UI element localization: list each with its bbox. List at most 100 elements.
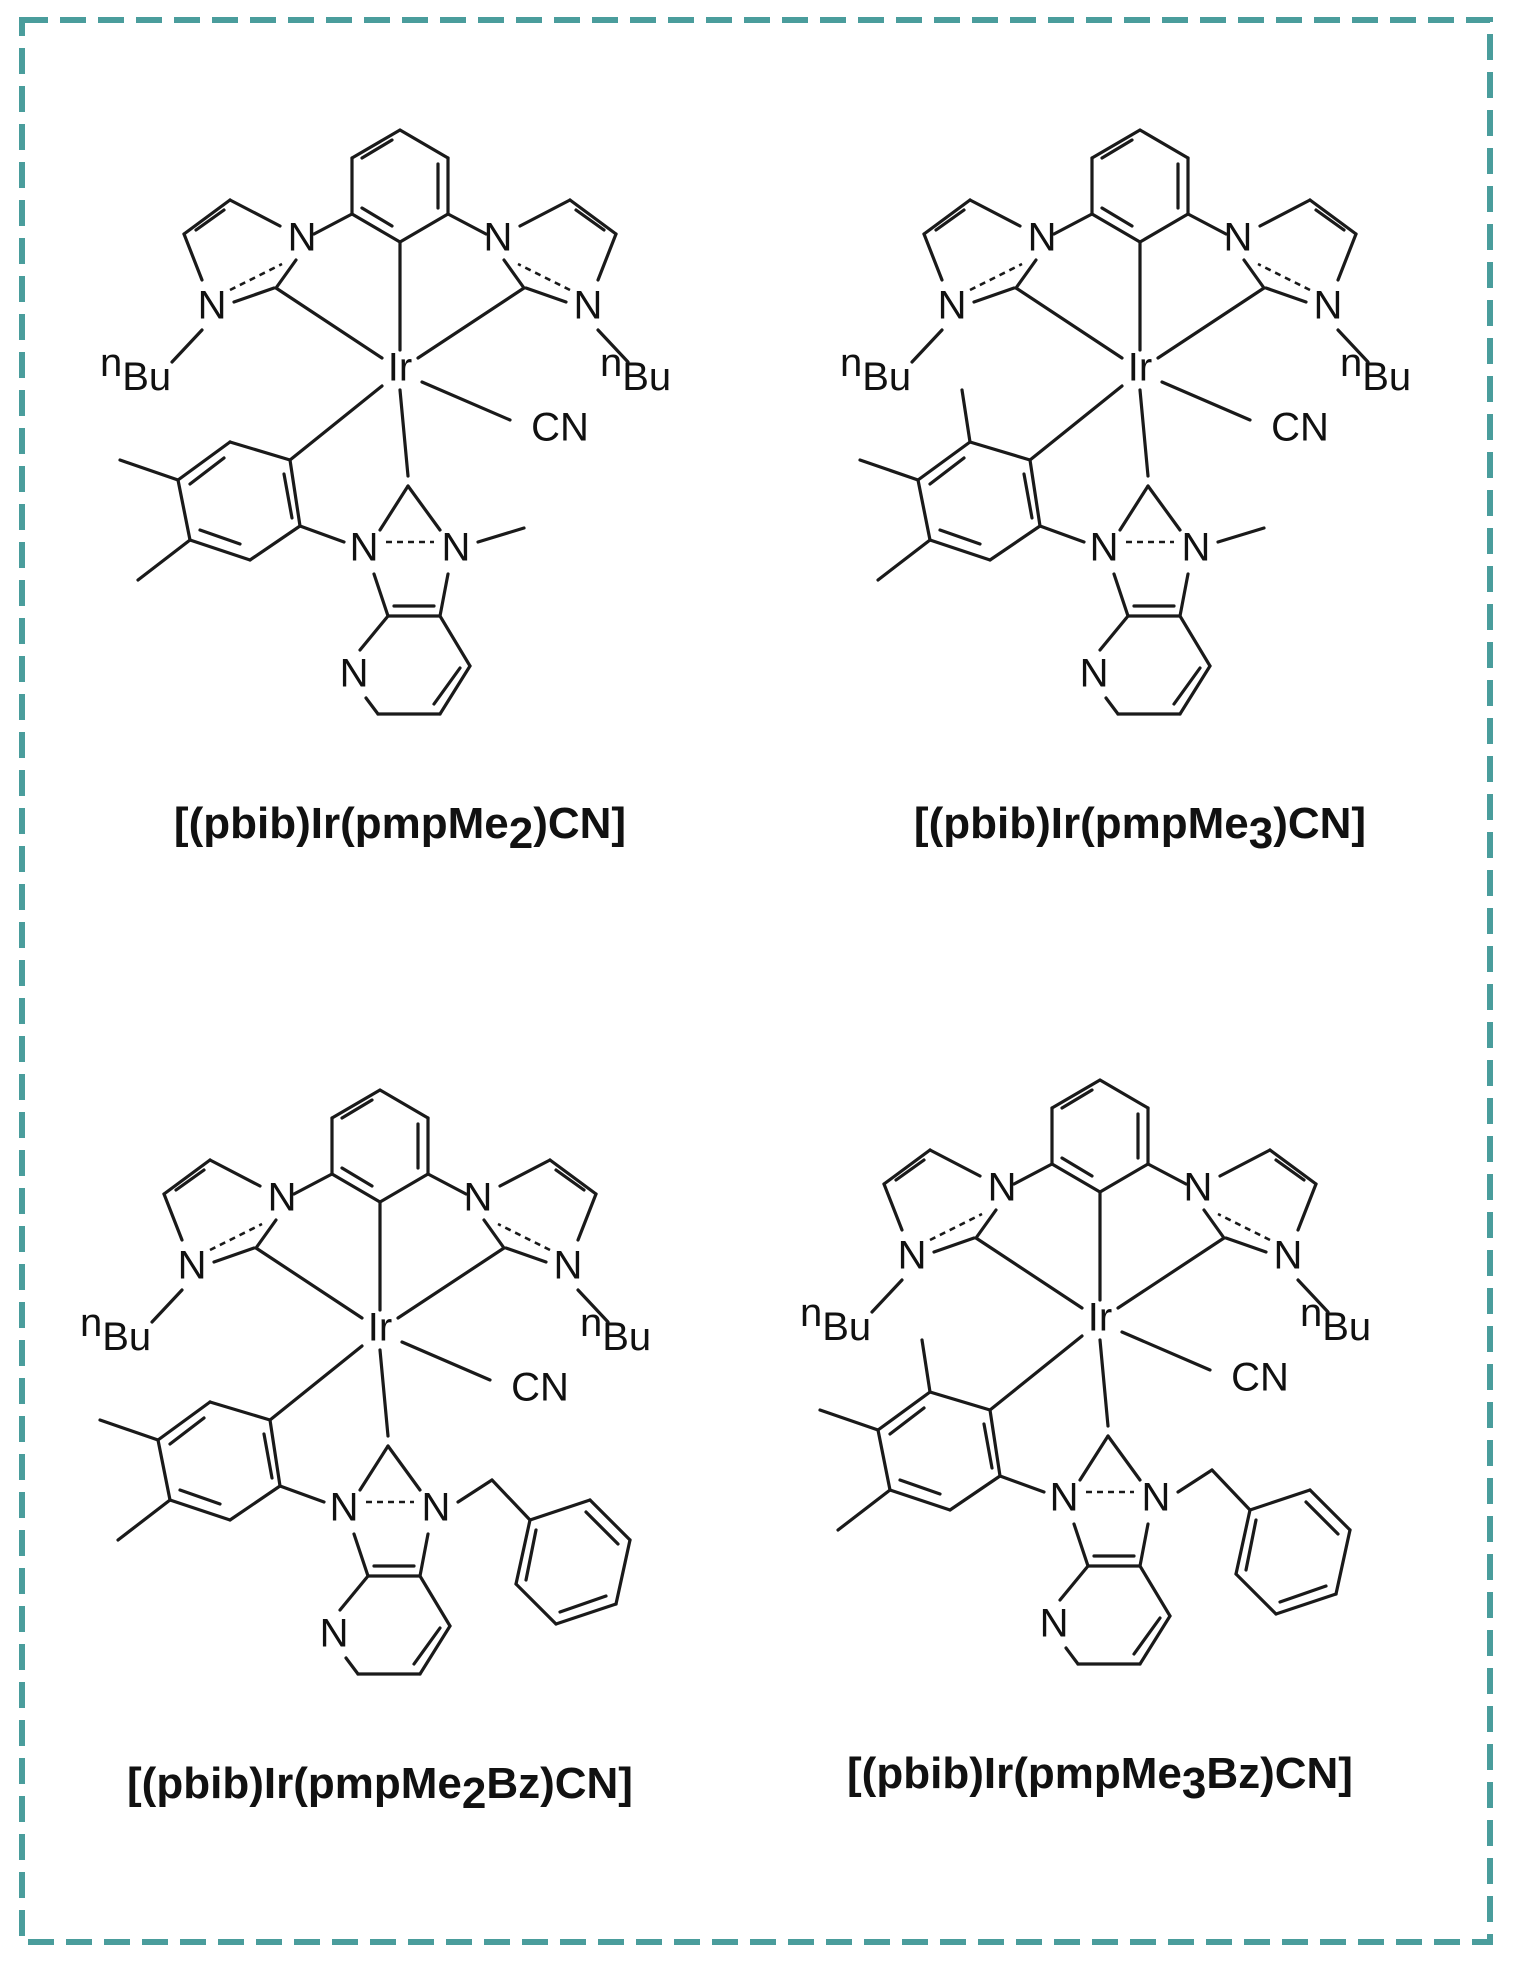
nitrogen-atom: N (1314, 284, 1343, 328)
aryl-ring-bond (288, 458, 302, 528)
cyanide-label: CN (531, 406, 589, 450)
n-butyl-bond (870, 1278, 904, 1314)
imidazole-bond (504, 1246, 548, 1264)
nitrogen-atom: N (340, 652, 369, 696)
aryl-ring-bond (168, 1498, 232, 1522)
aryl-ring-bond (968, 440, 1032, 462)
azole-bond (386, 1444, 422, 1492)
aryl-ring-bond (176, 478, 192, 542)
n-butyl-bond (910, 328, 944, 364)
imidazole-bond (482, 1218, 506, 1250)
benzyl-ring-bond (1334, 1528, 1352, 1596)
pyridine-bond (1138, 1614, 1172, 1666)
imidazole-bond (162, 1158, 212, 1196)
carbene-dash (929, 1212, 983, 1242)
ir-cn-bond (1120, 1330, 1212, 1372)
butyl-text: Bu (122, 355, 171, 399)
azole-bond (358, 1444, 390, 1492)
benzyl-inner-bond (1278, 1584, 1328, 1604)
benzyl-ring-bond (514, 1518, 532, 1586)
nitrogen-atom: N (268, 1176, 297, 1220)
n-butyl-bond (150, 1288, 184, 1324)
imidazole-bond (974, 1208, 998, 1240)
benzyl-ring-bond (588, 1498, 632, 1542)
nitrogen-atom: N (1182, 526, 1211, 570)
n-butyl-prefix: n (580, 1301, 602, 1345)
imidazole-bond (1202, 1208, 1226, 1240)
benzene-ring-bond (378, 1172, 430, 1204)
aryl-ring-bond (228, 1484, 282, 1522)
aryl-inner-bond (928, 456, 966, 486)
n-butyl-prefix: n (1340, 341, 1362, 385)
butyl-text: Bu (602, 1315, 651, 1359)
imidazole-inner-bond (1274, 1158, 1306, 1182)
azole-bond (438, 572, 450, 618)
ir-aryl-bond (288, 384, 384, 462)
n-aryl-bond (278, 1484, 326, 1504)
benzyl-inner-bond (584, 1510, 620, 1546)
nitrogen-atom: N (1224, 216, 1253, 260)
n-aryl-bond (998, 1474, 1046, 1494)
pyridine-bond (438, 664, 472, 716)
ir-carbene-bond (378, 1348, 390, 1438)
imidazole-bond (882, 1148, 932, 1186)
pyridine-bond (1098, 614, 1130, 652)
carbene-dash (1257, 262, 1311, 292)
butyl-text: Bu (862, 355, 911, 399)
methyl-bond (476, 526, 526, 544)
imidazole-bond (922, 198, 972, 236)
imidazole-inner-bond (174, 1168, 206, 1192)
aryl-ring-bond (1028, 458, 1042, 528)
nitrogen-atom: N (442, 526, 471, 570)
compound-name: [(pbib)Ir(pmpMe3)CN] (914, 799, 1366, 858)
compound-name-part: [(pbib)Ir(pmpMe (174, 799, 509, 848)
pyridine-bond (418, 1624, 452, 1676)
imidazole-bond (922, 232, 944, 282)
aryl-ring-bond (156, 1400, 212, 1442)
pyridine-bond (1178, 664, 1212, 716)
compound-name-part: [(pbib)Ir(pmpMe (914, 799, 1249, 848)
aryl-ring-bond (928, 538, 992, 562)
ir-carbene-bond (974, 1236, 1084, 1310)
aryl-inner-bond (898, 1478, 942, 1496)
nitrogen-atom: N (330, 1486, 359, 1530)
benzyl-ring-bond (1248, 1488, 1312, 1512)
pyridine-bond (1064, 1646, 1080, 1666)
ir-aryl-bond (1028, 384, 1124, 462)
benzene-inner-bond (340, 1166, 374, 1188)
aryl-inner-bond (938, 528, 982, 546)
carbene-dash (517, 262, 571, 292)
nitrogen-atom: N (464, 1176, 493, 1220)
aryl-ring-bond (876, 1390, 932, 1432)
aryl-ring-bond (948, 1474, 1002, 1512)
iridium-atom: Ir (1088, 1296, 1112, 1340)
n-aryl-bond (1038, 524, 1086, 544)
methyl-bond (836, 1488, 892, 1532)
ir-carbene-bond (1138, 388, 1150, 478)
aryl-inner-bond (262, 1432, 274, 1480)
benzene-inner-bond (360, 206, 394, 228)
benzene-ring-bond (378, 1088, 430, 1120)
nitrogen-atom: N (1142, 1476, 1171, 1520)
n-butyl-label: nBu (100, 341, 171, 399)
benzene-ring-bond (1138, 212, 1190, 244)
nitrogen-atom: N (898, 1234, 927, 1278)
compound-name-subscript: 3 (1249, 809, 1273, 858)
nitrogen-atom: N (938, 284, 967, 328)
benzyl-bond (490, 1478, 532, 1522)
ir-carbene-bond (1098, 1338, 1110, 1428)
ir-cn-bond (1160, 380, 1252, 422)
nitrogen-atom: N (198, 284, 227, 328)
nitrogen-atom: N (422, 1486, 451, 1530)
aryl-inner-bond (178, 1488, 222, 1506)
compound-name-part: [(pbib)Ir(pmpMe (847, 1749, 1182, 1798)
benzene-ring-bond (1090, 128, 1142, 160)
benzene-inner-bond (1100, 206, 1134, 228)
pyridine-bond (418, 1574, 452, 1628)
aryl-ring-bond (228, 440, 292, 462)
imidazole-inner-bond (1314, 208, 1346, 232)
n-butyl-label: nBu (800, 1291, 871, 1349)
compound-name: [(pbib)Ir(pmpMe3Bz)CN] (847, 1749, 1353, 1808)
